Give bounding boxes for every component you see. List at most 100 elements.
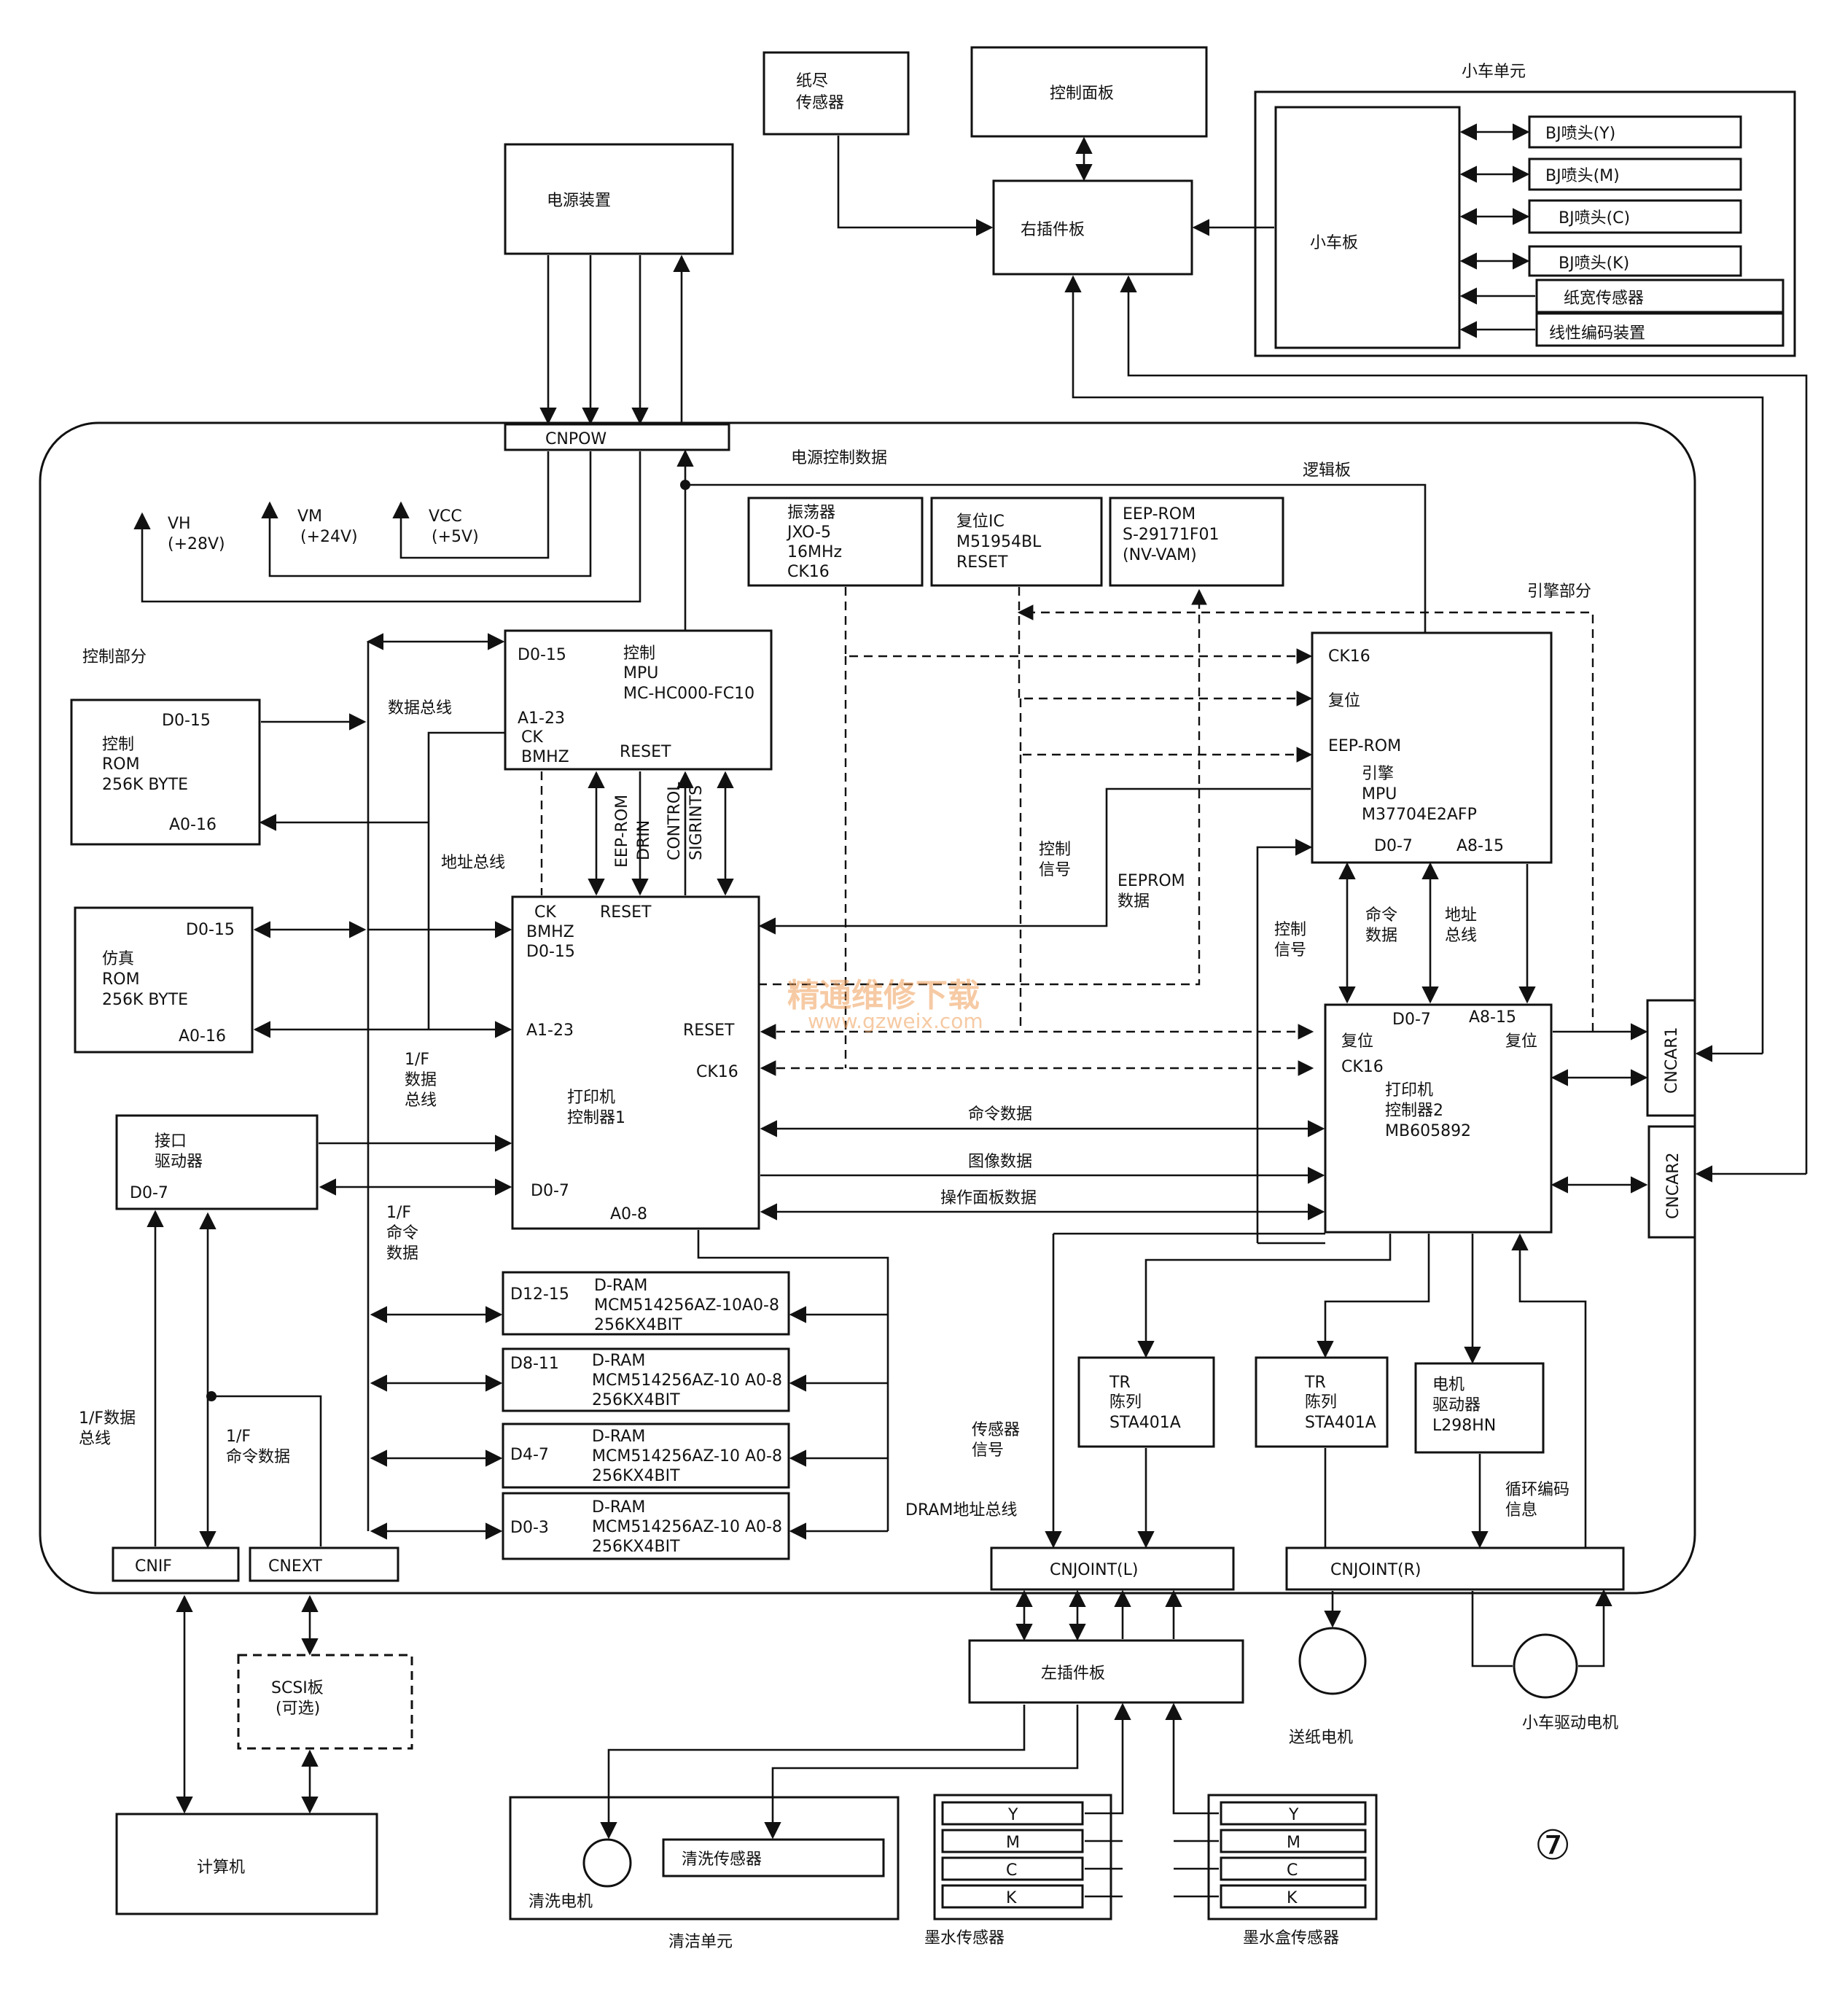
carriage-board-box (1274, 106, 1461, 349)
image-data-label: 图像数据 (968, 1153, 1032, 1171)
engine-mpu-ck16: CK16 (1328, 647, 1370, 666)
scsi-label-1: SCSI板 (271, 1679, 324, 1697)
cmd-data-v-2: 数据 (1365, 927, 1397, 945)
reset-ic-label-2: M51954BL (956, 533, 1042, 551)
figure-number: ⑦ (1534, 1822, 1571, 1869)
ink-sensor-c (941, 1856, 1084, 1881)
engine-mpu-mpu: MPU (1362, 785, 1397, 803)
cleaning-motor-label: 清洗电机 (529, 1893, 593, 1911)
cnif-label: CNIF (135, 1557, 172, 1576)
cart-sensor-k (1220, 1884, 1367, 1909)
cyclic-encoder-label-1: 循环编码 (1505, 1481, 1569, 1499)
cleaning-motor (582, 1838, 632, 1888)
tr-array-2-box (1255, 1356, 1389, 1448)
engine-mpu-part: M37704E2AFP (1362, 806, 1477, 824)
vert-label-eeprom: EEP-ROM (613, 795, 631, 868)
paper-end-sensor-label-2: 传感器 (796, 94, 844, 112)
power-supply-label: 电源装置 (547, 192, 611, 210)
control-signal-label-2: 信号 (1039, 861, 1071, 879)
control-rom-a0-16: A0-16 (169, 816, 217, 834)
eeprom-label-1: EEP-ROM (1123, 505, 1196, 524)
addr-bus-v-1: 地址 (1445, 906, 1477, 925)
pc1-reset-right: RESET (683, 1021, 735, 1040)
if-cmd-data2-label-2: 命令数据 (226, 1448, 290, 1466)
control-rom-title: 控制 (102, 736, 134, 754)
oscillator-label-3: 16MHz (787, 543, 842, 561)
vh-label-2: (+28V) (168, 535, 225, 553)
dram4-a: A0-8 (745, 1518, 782, 1536)
tr-array-1-box (1077, 1356, 1215, 1448)
reset-ic-box (930, 497, 1103, 587)
dram3-part: MCM514256AZ-10 (592, 1447, 740, 1466)
cnext-connector (249, 1546, 399, 1582)
printer-controller-1-box (511, 895, 760, 1230)
cart-sensor-m (1220, 1829, 1367, 1853)
eeprom-box (1109, 497, 1284, 587)
dram3-a: A0-8 (745, 1447, 782, 1466)
eeprom-data-label-2: 数据 (1118, 892, 1150, 911)
pc2-reset-left: 复位 (1341, 1032, 1373, 1051)
left-board-label: 左插件板 (1041, 1665, 1105, 1683)
junction-dot-2 (206, 1391, 217, 1401)
cncar1-label: CNCAR1 (1663, 1027, 1681, 1094)
tr-array-1-label-1: TR (1109, 1374, 1131, 1392)
control-mpu-part: MC-HC000-FC10 (623, 685, 754, 703)
emulation-rom-title: 仿真 (102, 950, 134, 968)
ink-sensor-y (941, 1801, 1084, 1826)
interface-driver-label-2: 驱动器 (155, 1153, 203, 1171)
cart-sensor-c (1220, 1856, 1367, 1881)
pc2-title-2: 控制器2 (1385, 1102, 1443, 1120)
cnjoint-r-label: CNJOINT(R) (1330, 1561, 1421, 1579)
cyclic-encoder-label-2: 信息 (1505, 1501, 1537, 1519)
paper-end-sensor-label-1: 纸尽 (796, 72, 828, 90)
paper-feed-motor-label: 送纸电机 (1289, 1729, 1353, 1747)
ink-sensor-m (941, 1829, 1084, 1853)
pc1-bmhz: BMHZ (526, 923, 574, 941)
control-section-label: 控制部分 (82, 648, 147, 666)
ink-sensor-y-label: Y (1007, 1806, 1018, 1824)
interface-driver-label-1: 接口 (155, 1132, 187, 1151)
tr-array-1-label-3: STA401A (1109, 1414, 1181, 1432)
cart-sensor-m-label: M (1287, 1834, 1300, 1852)
ink-sensor-m-label: M (1006, 1834, 1020, 1852)
engine-section-label: 引擎部分 (1527, 583, 1591, 601)
cncar1-connector (1646, 999, 1696, 1117)
linear-encoder-label: 线性编码装置 (1549, 324, 1645, 343)
pc1-a0-8: A0-8 (610, 1205, 647, 1223)
dram3-box (502, 1423, 790, 1489)
carriage-drive-motor (1513, 1633, 1578, 1699)
control-mpu-reset: RESET (620, 743, 671, 761)
control-rom-size: 256K BYTE (102, 776, 188, 794)
vert-label-control: CONTROL (666, 782, 684, 860)
reset-ic-label-3: RESET (956, 553, 1008, 572)
cnext-label: CNEXT (268, 1557, 322, 1576)
bj-head-m-label: BJ喷头(M) (1545, 167, 1620, 185)
control-signal2-label-1: 控制 (1274, 921, 1306, 939)
oscillator-box (747, 497, 924, 587)
panel-data-label: 操作面板数据 (940, 1189, 1037, 1207)
dram2-d: D8-11 (510, 1355, 559, 1373)
cleaning-sensor-label: 清洗传感器 (682, 1850, 762, 1869)
paper-end-sensor-box (763, 51, 910, 136)
motor-driver-box (1414, 1362, 1545, 1454)
printer-controller-2-box (1324, 1003, 1553, 1234)
cnpow-connector (504, 423, 730, 451)
pc2-a8-15: A8-15 (1469, 1008, 1516, 1027)
dram1-name: D-RAM (594, 1277, 647, 1295)
tr-array-2-label-3: STA401A (1305, 1414, 1376, 1432)
pc2-d0-7: D0-7 (1392, 1011, 1431, 1029)
if-cmd-data2-label-1: 1/F (226, 1428, 251, 1446)
emulation-rom-d0-15: D0-15 (186, 921, 235, 939)
pc2-title-1: 打印机 (1385, 1081, 1433, 1100)
linear-encoder-box (1535, 312, 1785, 347)
address-bus-label: 地址总线 (441, 854, 505, 872)
cleaning-unit-label: 清洁单元 (668, 1933, 733, 1951)
vert-label-drin: DRIN (635, 820, 653, 860)
control-panel-box (970, 46, 1208, 138)
control-rom-rom: ROM (102, 755, 140, 774)
cnpow-label: CNPOW (545, 430, 607, 448)
ink-sensor-k-label: K (1006, 1889, 1017, 1907)
if-cmd-data-label-1: 1/F (386, 1204, 411, 1222)
if-data-bus-label-1: 1/F (405, 1051, 429, 1069)
